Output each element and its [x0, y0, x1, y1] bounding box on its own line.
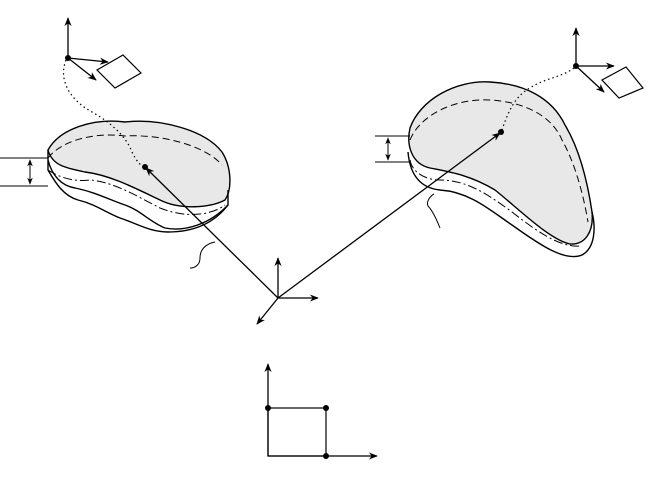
- right-frame-y-axis: [575, 65, 605, 93]
- left-body-mid-dashdot: [47, 169, 226, 215]
- right-body-bottom-outline: [407, 151, 595, 258]
- left-frame-x-axis: [67, 57, 109, 65]
- right-body-mid-dashdot: [409, 159, 581, 247]
- right-body-top-outline: [408, 81, 593, 245]
- left-local-frame: [64, 17, 142, 89]
- left-body-mid-dashed: [47, 134, 223, 166]
- right-dotted-curve: [501, 67, 575, 131]
- right-local-frame: [572, 27, 644, 99]
- right-body-leader: [427, 193, 441, 229]
- global-frame: [256, 257, 319, 325]
- position-vector-left: [145, 167, 279, 299]
- thickness-dimension-left: [0, 157, 48, 187]
- global-frame-y-axis: [256, 297, 279, 325]
- square-corner-bottom-right: [323, 453, 329, 459]
- right-thick-body: [407, 81, 595, 258]
- left-frame-parallelogram: [96, 54, 142, 89]
- left-frame-y-axis: [67, 57, 97, 81]
- left-body-leader: [189, 241, 216, 269]
- position-vector-right: [277, 132, 501, 299]
- dotted-curves: [62, 59, 575, 169]
- thickness-dimension-right: [375, 135, 410, 163]
- left-thick-body: [47, 120, 231, 269]
- position-vectors: [145, 132, 501, 299]
- left-body-top-outline: [47, 120, 231, 208]
- left-dotted-curve: [62, 59, 147, 169]
- right-frame-origin-dot: [573, 63, 579, 69]
- left-frame-origin-dot: [65, 55, 71, 61]
- left-body-point: [142, 164, 148, 170]
- right-frame-parallelogram: [601, 66, 644, 99]
- right-body-point: [498, 129, 504, 135]
- square-outline: [267, 407, 327, 457]
- right-body-mid-dashed: [409, 99, 589, 223]
- left-body-bottom-outline: [47, 159, 229, 230]
- square-corner-top-right: [323, 405, 329, 411]
- square-corner-top-left: [265, 405, 271, 411]
- planar-square-frame: [264, 363, 378, 460]
- left-body-side-edge: [47, 150, 229, 233]
